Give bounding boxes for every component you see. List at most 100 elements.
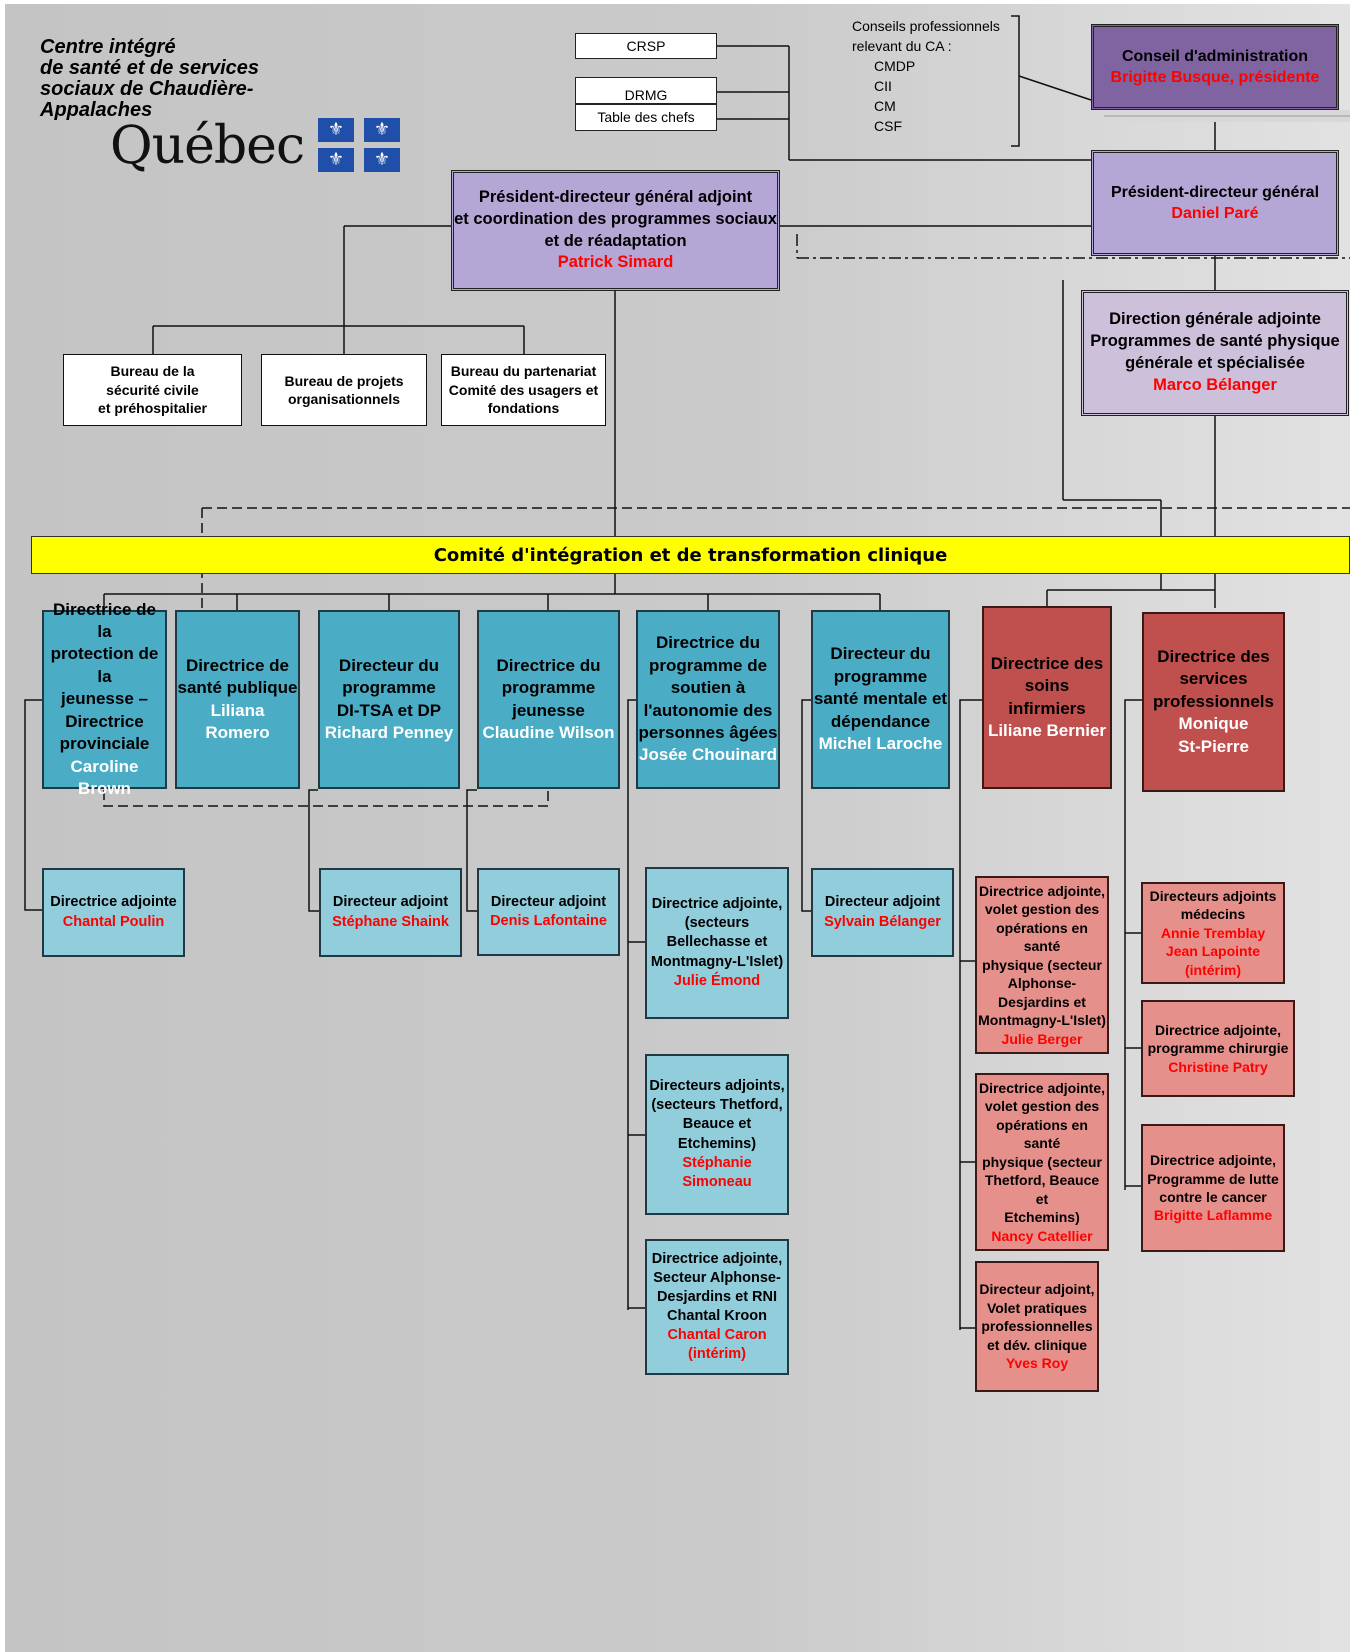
- bureau-box: Bureau de la sécurité civile et préhospi…: [63, 354, 242, 426]
- adjoint-box: Directeurs adjoints, (secteurs Thetford,…: [645, 1054, 789, 1215]
- adjoint-box: Directrice adjointe, Secteur Alphonse- D…: [645, 1239, 789, 1375]
- adjoint-box: Directrice adjointe Chantal Poulin: [42, 868, 185, 957]
- directorate-title: Directrice des soins infirmiers: [990, 653, 1104, 718]
- adjoint-box: Directrice adjointe, (secteurs Bellechas…: [645, 867, 789, 1019]
- org-name-line: de santé et de services: [40, 57, 260, 79]
- directorate-name: Josée Chouinard: [639, 745, 777, 765]
- drmg-box: DRMG: [575, 77, 717, 104]
- councils-heading: Conseils professionnels: [852, 18, 1000, 34]
- adjoint-name: Julie Berger: [1001, 1030, 1083, 1047]
- bureau-box: Bureau du partenariat Comité des usagers…: [441, 354, 606, 426]
- board-chair-name: Brigitte Busque, présidente: [1110, 69, 1320, 86]
- directorate-title: Directrice du programme de soutien à l'a…: [638, 633, 778, 742]
- adjoint-name: Chantal Poulin: [62, 913, 165, 930]
- org-name-line: sociaux de Chaudière-: [40, 78, 254, 100]
- quebec-flag-logo: ⚜ ⚜ ⚜ ⚜: [318, 118, 400, 174]
- quebec-wordmark: Québec: [110, 116, 305, 176]
- adjoint-box: Directrice adjointe, volet gestion des o…: [975, 1073, 1109, 1251]
- adjoint-box: Directrice adjointe, volet gestion des o…: [975, 876, 1109, 1054]
- deputy-general-health-box: Direction générale adjointe Programmes d…: [1081, 290, 1349, 416]
- adjoint-title: Directeur adjoint, Volet pratiques profe…: [979, 1281, 1095, 1353]
- directorate-title: Directrice du programme jeunesse: [496, 655, 601, 720]
- deputy-ceo-title: Président-directeur général adjoint et c…: [454, 187, 777, 250]
- directorate-title: Directeur du programme santé mentale et …: [813, 644, 948, 731]
- org-name-line: Appalaches: [40, 99, 153, 121]
- adjoint-box: Directrice adjointe, programme chirurgie…: [1141, 1000, 1295, 1097]
- adjoint-title: Directrice adjointe, Programme de lutte …: [1147, 1152, 1279, 1205]
- directorate-title: Directrice des services professionnels: [1153, 646, 1274, 711]
- councils-heading: relevant du CA :: [852, 38, 952, 54]
- adjoint-box: Directeur adjoint Stéphane Shaink: [319, 868, 462, 957]
- council-item: CII: [874, 78, 892, 94]
- directorate-box: Directrice du programme de soutien à l'a…: [636, 610, 780, 789]
- directorate-box: Directrice de la protection de la jeunes…: [42, 600, 167, 798]
- adjoint-box: Directeur adjoint Denis Lafontaine: [477, 868, 620, 956]
- adjoint-title: Directrice adjointe, Secteur Alphonse- D…: [651, 1250, 783, 1324]
- adjoint-name: Stéphanie Simoneau: [682, 1154, 752, 1190]
- adjoint-name: Chantal Caron (intérim): [667, 1327, 767, 1363]
- adjoint-title: Directrice adjointe, volet gestion des o…: [978, 1079, 1106, 1226]
- directorate-title: Directrice de santé publique: [177, 655, 298, 698]
- ceo-title: Président-directeur général: [1110, 183, 1320, 201]
- adjoint-name: Julie Émond: [673, 972, 761, 989]
- directorate-title: Directeur du programme DI-TSA et DP: [336, 655, 442, 720]
- directorate-box: Directrice du programme jeunesse Claudin…: [477, 610, 620, 789]
- dga-name: Marco Bélanger: [1153, 375, 1277, 394]
- adjoint-title: Directrice adjointe, (secteurs Bellechas…: [650, 896, 784, 970]
- directorate-box: Directrice de santé publique Liliana Rom…: [175, 610, 300, 789]
- deputy-ceo-name: Patrick Simard: [557, 253, 674, 272]
- bureau-title: Bureau de projets organisationnels: [284, 372, 404, 407]
- top-border: [0, 0, 1350, 4]
- bureau-title: Bureau de la sécurité civile et préhospi…: [98, 363, 207, 417]
- board-title: Conseil d'administration: [1121, 47, 1309, 65]
- adjoint-name: Stéphane Shaink: [332, 913, 449, 930]
- council-item: CMDP: [874, 58, 916, 74]
- table-des-chefs-box: Table des chefs: [575, 104, 717, 131]
- directorate-box: Directeur du programme santé mentale et …: [811, 610, 950, 789]
- adjoint-title: Directrice adjointe, volet gestion des o…: [978, 882, 1106, 1029]
- council-item: CSF: [874, 118, 902, 134]
- adjoint-title: Directrice adjointe: [50, 894, 177, 911]
- directorate-title: Directrice de la protection de la jeunes…: [50, 599, 159, 754]
- adjoint-name: Brigitte Laflamme: [1153, 1207, 1273, 1224]
- directorate-box: Directrice des soins infirmiers Liliane …: [982, 606, 1112, 789]
- fleur-de-lis-icon: ⚜: [318, 148, 354, 172]
- directorate-name: Richard Penney: [324, 722, 454, 742]
- council-item: CM: [874, 98, 896, 114]
- adjoint-name: Denis Lafontaine: [490, 913, 607, 929]
- adjoint-title: Directeur adjoint: [490, 893, 607, 910]
- directorate-name: Liliane Bernier: [987, 720, 1107, 740]
- directorate-name: Liliana Romero: [205, 700, 270, 742]
- adjoint-title: Directeur adjoint: [332, 894, 449, 911]
- integration-committee-banner: Comité d'intégration et de transformatio…: [31, 536, 1350, 574]
- org-name-line: Centre intégré: [40, 36, 176, 58]
- ceo-name: Daniel Paré: [1171, 205, 1259, 222]
- directorate-box: Directeur du programme DI-TSA et DP Rich…: [318, 610, 460, 789]
- adjoint-name: Annie Tremblay Jean Lapointe (intérim): [1160, 924, 1266, 978]
- adjoint-name: Sylvain Bélanger: [824, 913, 941, 930]
- bureau-box: Bureau de projets organisationnels: [261, 354, 427, 426]
- fleur-de-lis-icon: ⚜: [364, 148, 400, 172]
- ceo-box: Président-directeur général Daniel Paré: [1091, 150, 1339, 256]
- adjoint-title: Directeurs adjoints médecins: [1149, 887, 1277, 923]
- board-box: Conseil d'administration Brigitte Busque…: [1091, 24, 1339, 110]
- professional-councils: Conseils professionnels relevant du CA :…: [852, 16, 1000, 136]
- dga-title: Direction générale adjointe Programmes d…: [1090, 310, 1340, 372]
- organization-name: Centre intégré de santé et de services s…: [40, 37, 320, 121]
- adjoint-name: Christine Patry: [1168, 1058, 1268, 1075]
- left-border: [0, 0, 5, 1652]
- adjoint-name: Nancy Catellier: [991, 1227, 1093, 1244]
- directorate-name: Caroline Brown: [70, 756, 139, 799]
- adjoint-title: Directrice adjointe, programme chirurgie: [1147, 1021, 1289, 1057]
- adjoint-box: Directrice adjointe, Programme de lutte …: [1141, 1124, 1285, 1252]
- directorate-name: Monique St-Pierre: [1178, 714, 1249, 756]
- adjoint-title: Directeur adjoint: [824, 894, 941, 911]
- adjoint-name: Yves Roy: [1005, 1355, 1069, 1372]
- adjoint-box: Directeurs adjoints médecins Annie Tremb…: [1141, 882, 1285, 984]
- bureau-title: Bureau du partenariat Comité des usagers…: [448, 363, 599, 417]
- adjoint-box: Directeur adjoint Sylvain Bélanger: [811, 868, 954, 957]
- directorate-name: Claudine Wilson: [482, 722, 615, 742]
- deputy-ceo-box: Président-directeur général adjoint et c…: [451, 170, 780, 291]
- fleur-de-lis-icon: ⚜: [318, 118, 354, 142]
